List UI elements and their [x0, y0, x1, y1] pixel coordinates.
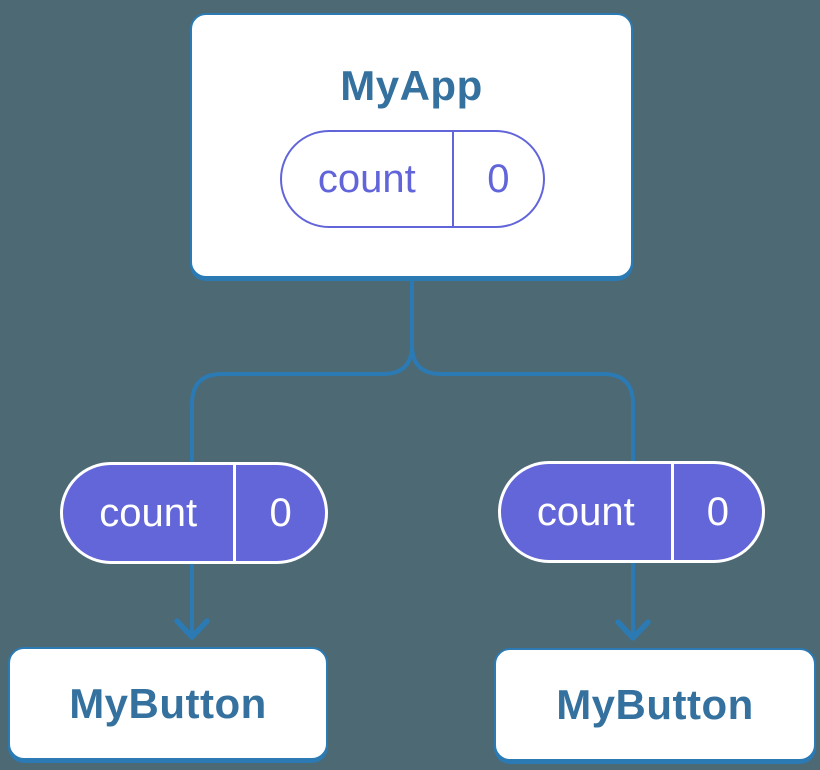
mybutton-node-title: MyButton	[69, 679, 267, 727]
state-value: 0	[487, 157, 510, 201]
connector-right-branch	[410, 344, 635, 638]
child-prop-pill-right: count 0	[498, 461, 765, 563]
mybutton-node-title: MyButton	[556, 680, 754, 728]
mybutton-node-right: MyButton	[494, 648, 816, 761]
mybutton-node-left: MyButton	[8, 647, 328, 760]
arrow-down-icon	[174, 618, 210, 640]
prop-value: 0	[269, 491, 292, 535]
prop-value: 0	[706, 490, 729, 534]
prop-label: count	[501, 464, 674, 560]
root-state-pill: count 0	[280, 130, 545, 228]
prop-label: count	[63, 465, 237, 561]
state-label: count	[282, 132, 454, 226]
connector-left-branch	[190, 344, 414, 637]
child-prop-pill-left: count 0	[60, 462, 328, 564]
arrow-down-icon	[615, 619, 651, 641]
myapp-node-title: MyApp	[340, 62, 483, 109]
